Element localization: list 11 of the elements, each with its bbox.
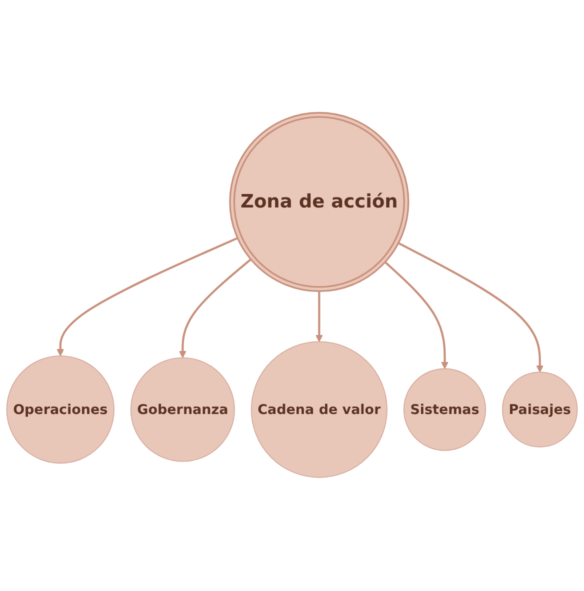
arrow	[56, 238, 238, 357]
node-circle: Operaciones	[6, 356, 114, 464]
node-circle: Gobernanza	[130, 358, 235, 462]
arrow	[398, 242, 544, 373]
node-circle: Zona de acción	[229, 112, 410, 292]
arrow	[315, 292, 323, 342]
node-circle: Paisajes	[502, 372, 578, 448]
node-circle: Cadena de valor	[250, 342, 388, 478]
arrow	[178, 258, 252, 358]
node-circle: Sistemas	[403, 368, 486, 452]
arrow	[384, 262, 448, 370]
